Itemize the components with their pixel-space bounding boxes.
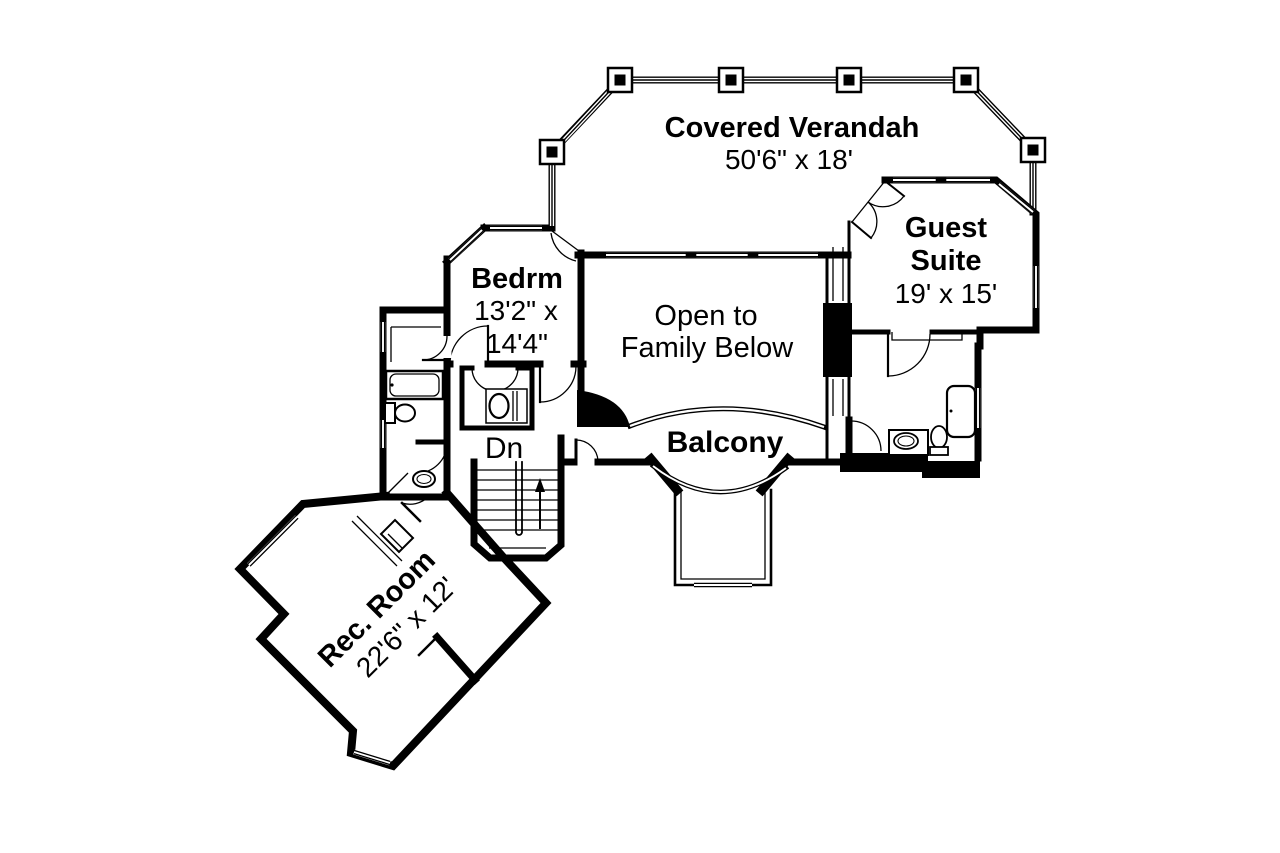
bay-projection	[673, 488, 773, 588]
label-verandah-dims: 50'6" x 18'	[725, 144, 853, 175]
label-stairs-dn: Dn	[485, 432, 523, 465]
guest-shower	[945, 384, 977, 439]
rec-room-fireplace	[351, 515, 415, 567]
bathtub	[384, 369, 445, 401]
windows	[247, 177, 1039, 766]
stairs	[477, 461, 558, 549]
toilet-left	[384, 402, 416, 424]
guest-toilet	[929, 425, 949, 456]
label-guest-name2: Suite	[911, 245, 982, 277]
fixtures	[351, 326, 977, 567]
stair-direction-arrow	[535, 478, 545, 529]
label-verandah-name: Covered Verandah	[665, 112, 920, 144]
powder-basin	[387, 470, 436, 494]
label-open-area-line2: Family Below	[621, 332, 794, 364]
label-open-area-line1: Open to	[654, 300, 757, 332]
verandah-posts	[538, 66, 1047, 166]
balcony-curves	[626, 406, 828, 495]
guest-sink	[888, 429, 929, 456]
toilet-center	[485, 388, 528, 424]
doors	[400, 179, 931, 657]
label-balcony: Balcony	[667, 426, 784, 459]
label-guest-name1: Guest	[905, 212, 988, 244]
label-guest-dims: 19' x 15'	[895, 278, 998, 309]
label-bedroom-dims2: 14'4"	[486, 328, 548, 359]
label-bedroom-name: Bedrm	[471, 263, 563, 295]
label-bedroom-dims1: 13'2" x	[474, 295, 558, 326]
room-labels: Covered Verandah 50'6" x 18' Guest Suite…	[312, 112, 998, 683]
